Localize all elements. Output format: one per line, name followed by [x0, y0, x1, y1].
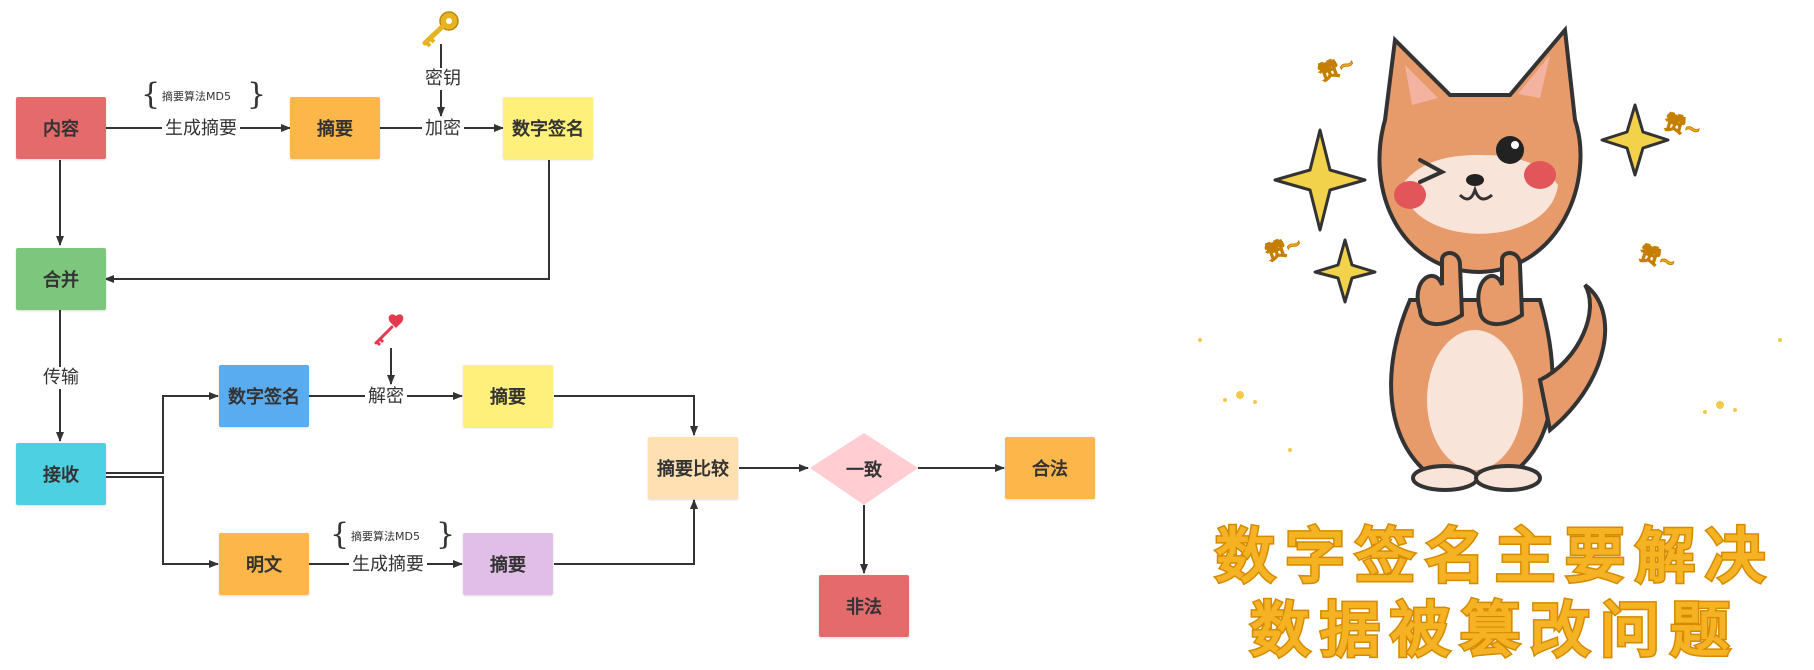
edge-receive-plaintext [106, 476, 219, 568]
shiba-dog-illustration [1198, 25, 1782, 492]
node-digest3: 摘要 [463, 533, 553, 595]
node-plaintext: 明文 [219, 533, 309, 595]
edge-receive-signature2 [106, 392, 219, 474]
star-icon [1313, 238, 1377, 304]
golden-key-icon [422, 11, 459, 48]
note-md5-bottom: 摘要算法MD5 [351, 530, 420, 543]
node-consistent-shape [810, 433, 918, 505]
brace-right-bottom: } [436, 517, 456, 552]
node-compare: 摘要比较 [648, 437, 738, 499]
brace-right-top: } [247, 77, 267, 112]
brace-left-top: { [141, 77, 161, 112]
node-digest2: 摘要 [463, 365, 553, 427]
star-icon [1600, 103, 1670, 177]
label-decrypt: 解密 [365, 386, 407, 408]
caption: 数字签名主要解决 数据被篡改问题 [1180, 520, 1810, 668]
node-signature1: 数字签名 [503, 97, 593, 159]
edge-digest2-compare [554, 395, 698, 436]
label-key: 密钥 [422, 68, 464, 90]
node-merge: 合并 [16, 248, 106, 310]
node-consistent-label: 一致 [846, 460, 882, 481]
node-content: 内容 [16, 97, 106, 159]
label-generate-digest-top: 生成摘要 [162, 118, 240, 140]
caption-line-2: 数据被篡改问题 [1249, 595, 1740, 668]
node-illegal: 非法 [819, 575, 909, 637]
node-signature2: 数字签名 [219, 365, 309, 427]
star-icon [1273, 128, 1367, 232]
edge-signature1-merge [104, 160, 550, 283]
label-generate-digest-bottom: 生成摘要 [349, 554, 427, 576]
node-legal: 合法 [1005, 437, 1095, 499]
edge-digest3-compare [554, 499, 698, 565]
heart-key-icon [374, 314, 404, 347]
label-transmit: 传输 [40, 367, 82, 389]
label-encrypt: 加密 [422, 118, 464, 140]
node-digest1: 摘要 [290, 97, 380, 159]
node-receive: 接收 [16, 443, 106, 505]
caption-line-1: 数字签名主要解决 [1214, 521, 1775, 594]
note-md5-top: 摘要算法MD5 [162, 90, 231, 103]
brace-left-bottom: { [330, 517, 350, 552]
